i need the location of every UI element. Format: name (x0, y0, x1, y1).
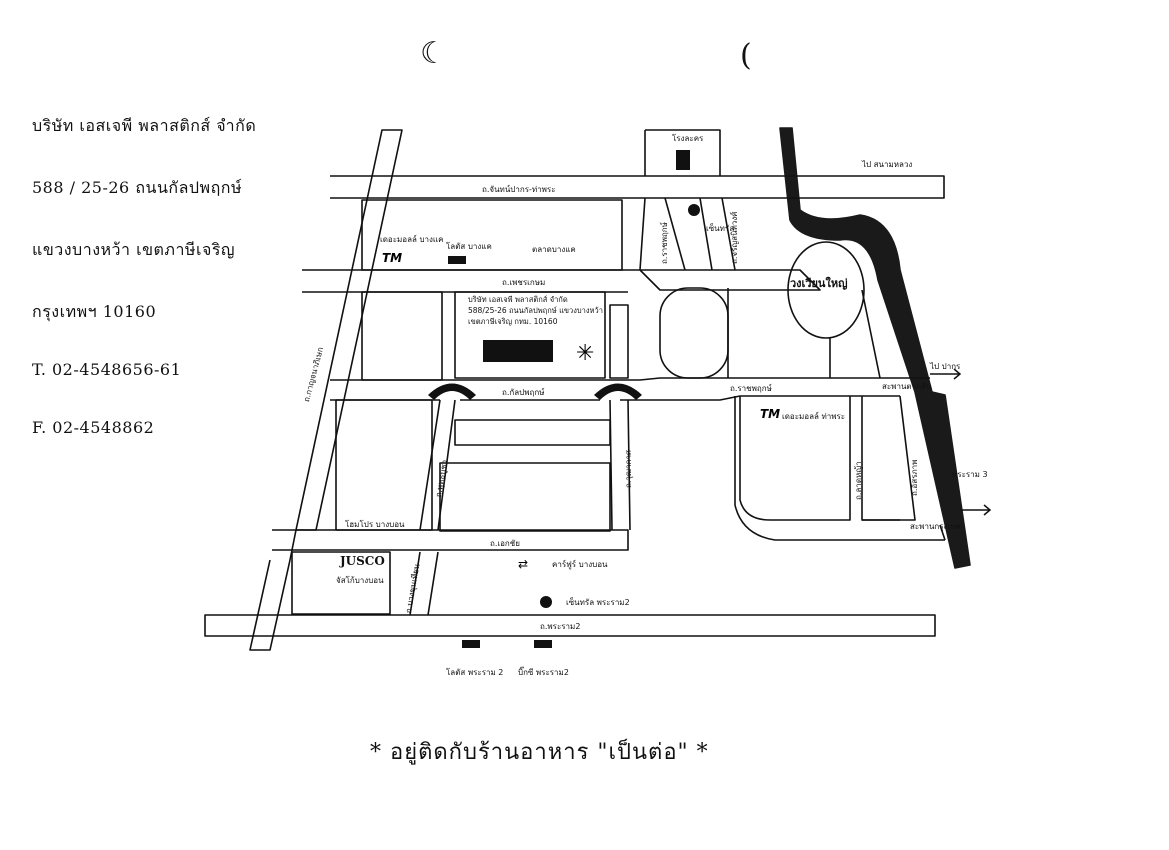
label-jusco: JUSCO (340, 554, 385, 568)
label-side-road-3: ถ.วุฒากาศ (624, 449, 633, 488)
bridge-left-icon (428, 383, 476, 400)
sjp-box-line-1: บริษัท เอสเจพี พลาสติกส์ จำกัด (468, 295, 568, 304)
address-line-1: 588 / 25-26 ถนนกัลปพฤกษ์ (32, 178, 242, 197)
roundabout-wongwian-yai (787, 241, 865, 339)
label-tha-phra: ถ.จันทน์ปากร-ท่าพระ (482, 185, 556, 194)
road-tha-phra (330, 175, 945, 199)
label-theatre: โรงละคร (672, 134, 704, 143)
crescent-mark-icon: ( (740, 38, 752, 73)
road-ekachai (272, 529, 629, 551)
label-bigc-rama2: บิ๊กซี พระราม2 (518, 668, 569, 677)
telephone: T. 02-4548656-61 (32, 360, 182, 379)
mall-logo-icon: TM (760, 407, 780, 421)
bridge-right-icon (594, 383, 642, 400)
footer-note: * อยู่ติดกับร้านอาหาร "เป็นต่อ" * (370, 740, 709, 765)
central-rama2-icon (540, 596, 552, 608)
sjp-box-line-3: เขตภาษีเจริญ กทม. 10160 (468, 317, 558, 326)
address-line-3: กรุงเทพฯ 10160 (32, 302, 157, 321)
label-homepro: โฮมโปร บางบอน (345, 520, 405, 529)
label-market: ตลาดบางแค (532, 245, 576, 254)
label-phet-kasem: ถ.เพชรเกษม (502, 278, 546, 287)
block-right (739, 396, 851, 521)
label-right-road-1: ถ.ลาดหญ้า (854, 461, 863, 500)
sjp-building-icon (483, 340, 553, 362)
label-charan: ถ.จรัญสนิทวงศ์ (730, 211, 739, 264)
road-phet-kasem (302, 269, 821, 291)
crescent-mark-icon: ☾ (420, 36, 447, 71)
label-wongwian-yai: วงเวียนใหญ่ (790, 277, 848, 290)
label-jusco-sub: จัสโก้บางบอน (336, 576, 384, 585)
label-mall-left: เดอะมอลล์ บางแค (380, 235, 444, 244)
arrow-right-icon (930, 368, 962, 380)
label-mall-right: เดอะมอลล์ ท่าพระ (782, 412, 846, 421)
road-rama2 (204, 614, 936, 637)
fax: F. 02-4548862 (32, 418, 155, 437)
mall-logo-icon: TM (382, 251, 402, 265)
label-kanlapaphruek: ถ.กัลปพฤกษ์ (502, 388, 545, 397)
label-tesco: โลตัส บางแค (446, 242, 492, 251)
tesco-icon (448, 256, 466, 264)
label-rama2: ถ.พระราม2 (540, 622, 581, 631)
label-carrefour: คาร์ฟูร์ บางบอน (552, 560, 608, 569)
label-rama3: พระราม 3 (952, 470, 988, 479)
label-lotus-rama2: โลตัส พระราม 2 (446, 668, 504, 677)
label-right-road-2: ถ.อิสรภาพ (910, 459, 919, 496)
label-central-pinklao: เซ็นทรัล (706, 224, 735, 233)
arrow-right-icon (960, 504, 992, 516)
carrefour-icon: ⇄ (518, 557, 528, 571)
lotus-icon (462, 640, 480, 648)
label-ratchaphruek-v: ถ.ราชพฤกษ์ (660, 222, 669, 264)
label-bridge: สะพานกรุงเทพ (910, 522, 961, 531)
theatre-icon (676, 150, 690, 170)
address-line-2: แขวงบางหว้า เขตภาษีเจริญ (32, 240, 236, 259)
company-name: บริษัท เอสเจพี พลาสติกส์ จำกัด (32, 116, 257, 135)
label-central-rama2: เซ็นทรัล พระราม2 (566, 598, 630, 607)
asterisk-marker-icon: ✳ (576, 341, 594, 366)
road-left-diagonal (295, 129, 403, 531)
sjp-box-line-2: 588/25-26 ถนนกัลปพฤกษ์ แขวงบางหว้า (468, 306, 603, 315)
label-ekachai: ถ.เอกชัย (490, 539, 520, 548)
label-ratchaphruek: ถ.ราชพฤกษ์ (730, 384, 772, 393)
roundabout-left (659, 287, 729, 379)
river (779, 127, 971, 569)
label-junction: สะพานตากสิน (882, 382, 932, 391)
central-mall-icon (688, 204, 700, 216)
label-pinklao: ไป ปากร (930, 362, 961, 371)
bigc-icon (534, 640, 552, 648)
label-sanam-luang: ไป สนามหลวง (862, 160, 913, 169)
